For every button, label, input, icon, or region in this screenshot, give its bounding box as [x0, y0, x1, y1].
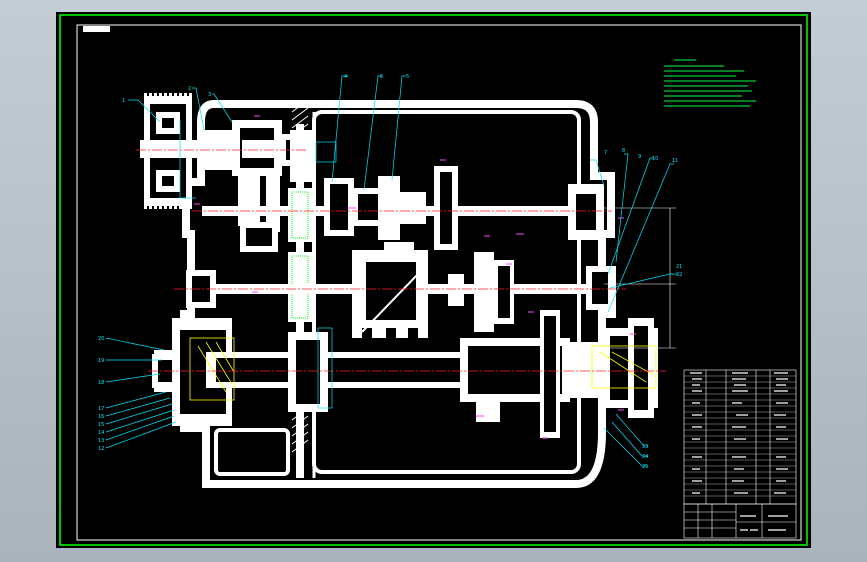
callout-14: 14	[98, 430, 104, 436]
callout-15: 15	[98, 422, 104, 428]
inner-frame	[76, 24, 802, 541]
callout-7: 7	[604, 150, 607, 156]
callout-labels: 1 2 3 4 5 6 7 8 9 10 11 21 22 23 24 25 2…	[98, 74, 682, 470]
outer-border	[59, 14, 808, 546]
callout-24: 24	[642, 454, 648, 460]
gearbox-assembly-drawing: 1 2 3 4 5 6 7 8 9 10 11 21 22 23 24 25 2…	[59, 14, 808, 546]
callout-5: 5	[406, 74, 409, 80]
title-block	[683, 503, 797, 539]
callout-18: 18	[98, 380, 104, 386]
callout-25: 25	[642, 464, 648, 470]
hidden-lines	[189, 337, 657, 401]
callout-6: 6	[380, 74, 383, 80]
callout-11: 11	[672, 158, 678, 164]
callout-21: 21	[676, 264, 682, 270]
callout-22: 22	[676, 272, 682, 278]
centerlines	[136, 149, 666, 372]
technical-notes	[664, 59, 756, 107]
parts-list-rows	[684, 375, 796, 497]
parts-list-text-marks	[690, 372, 788, 494]
leader-lines	[105, 75, 678, 467]
callout-16: 16	[98, 414, 104, 420]
callout-19: 19	[98, 358, 104, 364]
callout-2: 2	[188, 86, 191, 92]
callout-1: 1	[122, 98, 125, 104]
callout-3: 3	[208, 92, 211, 98]
dimension-marks	[194, 115, 636, 439]
callout-9: 9	[638, 154, 641, 160]
callout-17: 17	[98, 406, 104, 412]
callout-8: 8	[622, 148, 625, 154]
output-shaft	[152, 310, 658, 438]
callout-20: 20	[98, 336, 104, 342]
cad-viewport[interactable]: 1 2 3 4 5 6 7 8 9 10 11 21 22 23 24 25 2…	[56, 12, 811, 548]
partition-hatch	[291, 99, 309, 453]
frame-corner-mark	[83, 26, 110, 32]
callout-13: 13	[98, 438, 104, 444]
callout-23: 23	[642, 444, 648, 450]
callout-10: 10	[652, 156, 658, 162]
callout-12: 12	[98, 446, 104, 452]
title-block-text-marks	[740, 515, 788, 531]
dimension-lines	[604, 207, 676, 349]
callout-4: 4	[344, 74, 347, 80]
